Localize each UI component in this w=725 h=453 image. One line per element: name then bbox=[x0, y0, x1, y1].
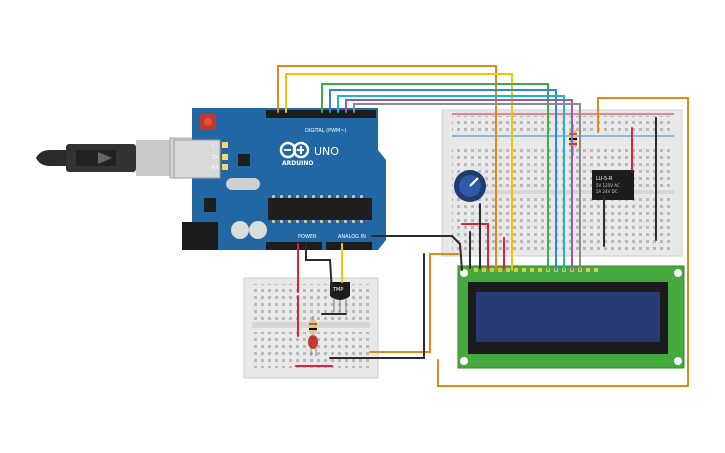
arduino-uno-board[interactable]: L TX RX ARDUINO UNO DIGITAL (PWM~) POWER… bbox=[173, 108, 386, 250]
wire-black-a0 bbox=[371, 235, 463, 271]
capacitor-2 bbox=[249, 221, 267, 239]
digital-pin-header[interactable] bbox=[266, 110, 376, 118]
potentiometer[interactable] bbox=[454, 170, 486, 202]
wire-orange-small bbox=[369, 253, 459, 353]
crystal bbox=[226, 178, 260, 190]
wire-green-lcd bbox=[321, 83, 549, 271]
tmp-temperature-sensor[interactable]: TMP bbox=[330, 282, 350, 312]
tx-led-label: TX bbox=[211, 155, 219, 161]
relay-label-3: 5A 24V DC bbox=[596, 189, 618, 194]
power-label: POWER bbox=[298, 234, 317, 240]
relay-label-2: 5V 125V AC bbox=[596, 183, 620, 188]
usb-port bbox=[173, 139, 221, 179]
capacitor-1 bbox=[231, 221, 249, 239]
power-pin-header[interactable] bbox=[266, 242, 322, 250]
wire-purple-lcd bbox=[345, 99, 573, 271]
digital-header-label: DIGITAL (PWM~) bbox=[305, 128, 347, 134]
relay-module[interactable]: LU-5-R 5V 125V AC 5A 24V DC bbox=[592, 170, 634, 200]
model-label: UNO bbox=[314, 145, 339, 158]
lcd-16x2-display[interactable] bbox=[457, 265, 685, 369]
red-led[interactable] bbox=[308, 335, 318, 356]
analog-pin-header[interactable] bbox=[326, 242, 372, 250]
wire-grey-relay bbox=[353, 103, 581, 271]
rx-led-label: RX bbox=[212, 165, 219, 171]
wire-orange-loop bbox=[437, 97, 689, 387]
wire-cyan-lcd bbox=[337, 95, 565, 271]
wire-black-small bbox=[329, 253, 425, 359]
wire-yellow-lcd bbox=[285, 73, 513, 271]
wires[interactable] bbox=[277, 65, 689, 387]
l-led-label: L bbox=[212, 143, 215, 149]
lcd-screen bbox=[476, 292, 660, 342]
wire-blue-lcd bbox=[329, 89, 557, 271]
atmega-chip bbox=[268, 198, 372, 220]
arduino-infinity-icon bbox=[279, 141, 310, 159]
wire-red-pot bbox=[461, 223, 489, 269]
wire-orange-lcd bbox=[277, 65, 497, 271]
analog-label: ANALOG IN bbox=[338, 234, 366, 240]
brand-label: ARDUINO bbox=[282, 160, 313, 167]
relay-label-1: LU-5-R bbox=[596, 176, 613, 182]
resistor-small[interactable] bbox=[309, 316, 317, 336]
tmp-label: TMP bbox=[332, 287, 343, 293]
wire-black-gnd bbox=[305, 243, 333, 293]
